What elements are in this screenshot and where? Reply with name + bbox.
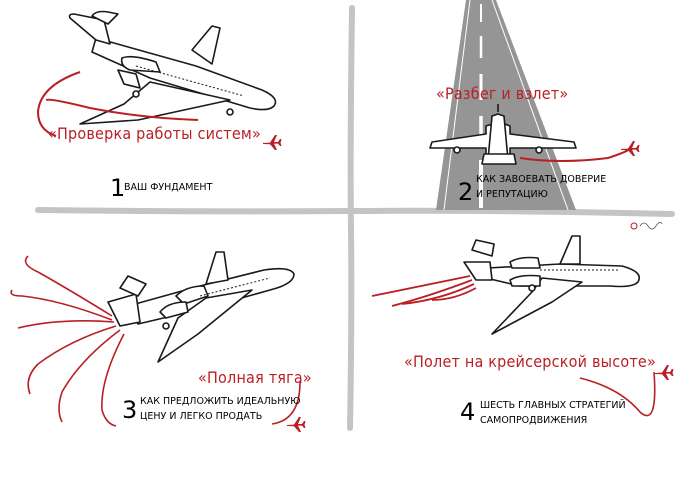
phase-description-1-line-1: Ваш фундамент [124,182,213,193]
mini-airplane-icon-2 [621,141,640,156]
airplane-takeoff-topview-icon [429,104,577,165]
airplane-cruising-icon [463,235,641,335]
phase-description-3-line-2: цену и легко продать [140,411,263,422]
phase-description-1: Ваш фундамент [124,180,212,195]
flight-path-1 [45,98,199,121]
flight-curve-3 [271,381,301,425]
runway [436,0,576,211]
phase-title-3: «Полная тяга» [198,368,312,387]
phase-title-4: «Полет на крейсерской высоте» [404,352,656,371]
phase-description-3: Как предложить идеальную цену и легко пр… [140,394,300,424]
phase-description-2: Как завоевать доверие и репутацию [476,172,606,202]
mini-airplane-icon-4 [655,365,674,380]
flight-curve-1 [36,71,81,137]
signature-stamp [630,222,663,230]
quadrant-dividers [35,5,675,431]
thrust-trails [10,255,125,427]
flight-path-2 [519,149,629,162]
phase-description-2-line-1: Как завоевать доверие [476,174,607,185]
airplane-taxiing-icon [68,10,277,125]
phase-number-2: 2 [458,178,474,206]
phase-title-2: «Разбег и взлет» [436,84,569,103]
phase-title-1: «Проверка работы систем» [48,124,261,143]
phase-number-1: 1 [110,174,126,202]
phase-description-4-line-1: Шесть главных стратегий [480,400,626,411]
phase-number-4: 4 [460,398,476,426]
phase-description-2-line-2: и репутацию [476,189,548,200]
phase-description-4-line-2: самопродвижения [480,415,588,426]
phase-number-3: 3 [122,396,138,424]
speed-trails [371,275,477,307]
phase-description-4: Шесть главных стратегий самопродвижения [480,398,626,428]
phase-description-3-line-1: Как предложить идеальную [140,396,301,407]
flight-curve-4 [579,371,656,417]
mini-airplane-icon-1 [263,135,282,150]
airplane-climbing-icon [107,251,295,363]
